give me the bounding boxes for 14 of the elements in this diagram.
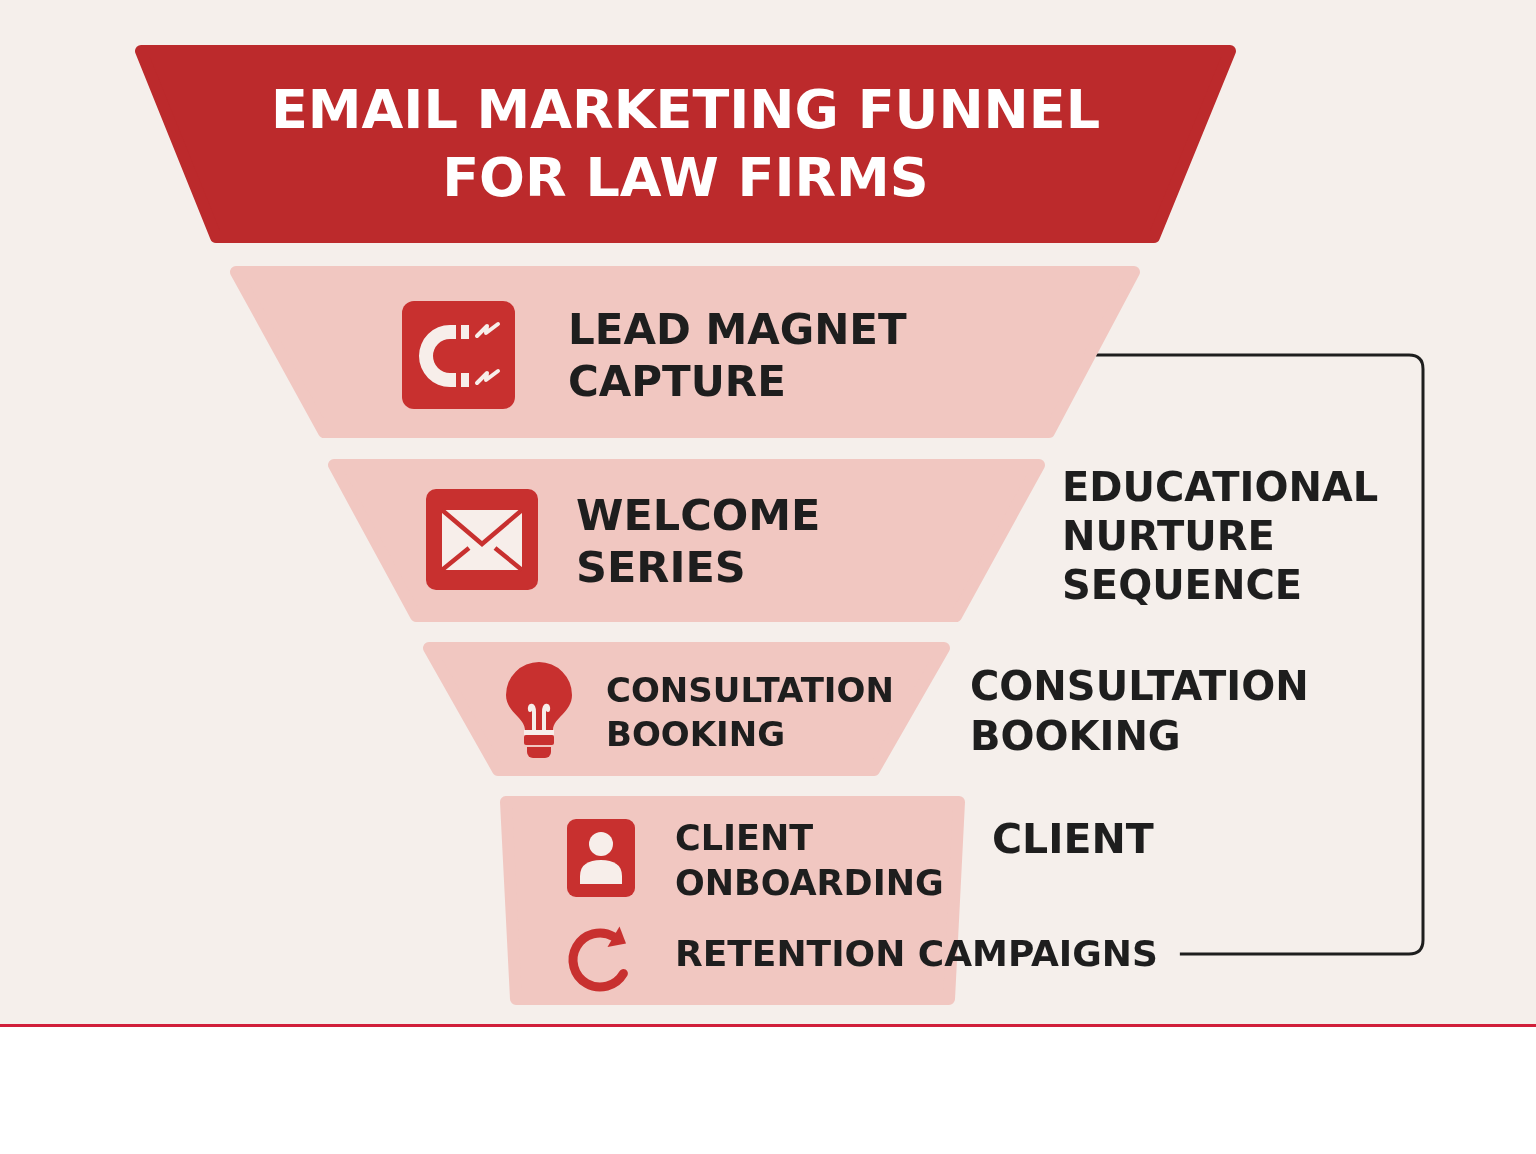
funnel-stage xyxy=(230,266,1140,438)
stage-label: WELCOME SERIES xyxy=(576,489,822,593)
connector-line xyxy=(1096,353,1425,956)
stage-label: RETENTION CAMPAIGNS xyxy=(675,930,1158,978)
banner-title: EMAIL MARKETING FUNNEL FOR LAW FIRMS xyxy=(270,77,1101,211)
side-label: CLIENT xyxy=(992,814,1155,864)
side-label: EDUCATIONAL NURTURE SEQUENCE xyxy=(1062,463,1380,610)
stage-label: CLIENT ONBOARDING xyxy=(675,817,945,905)
stage-label: LEAD MAGNET CAPTURE xyxy=(568,304,908,408)
funnel-stage xyxy=(423,642,950,776)
funnel-banner xyxy=(135,45,1236,243)
side-label: CONSULTATION BOOKING xyxy=(970,662,1310,761)
stage-label: CONSULTATION BOOKING xyxy=(606,669,895,756)
funnel-stage xyxy=(328,459,1045,622)
